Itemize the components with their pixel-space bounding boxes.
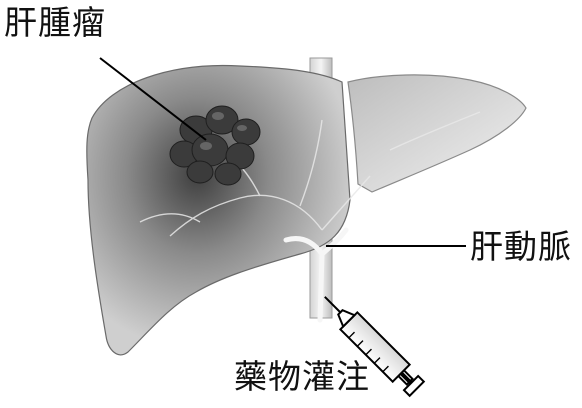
drug-infusion-label: 藥物灌注 (234, 360, 370, 393)
hepatic-artery-label: 肝動脈 (470, 230, 572, 263)
tumor-label: 肝腫瘤 (4, 6, 106, 39)
liver-left-lobe (348, 75, 526, 192)
